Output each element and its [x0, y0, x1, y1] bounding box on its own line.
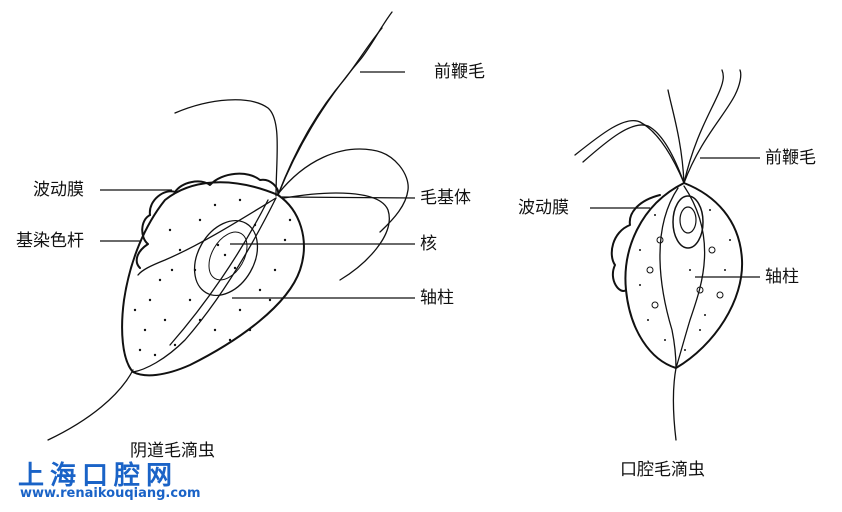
right-posterior-tail — [672, 367, 677, 441]
left-membrane-bump — [135, 214, 151, 269]
left-trailing-flagellum — [283, 192, 390, 281]
left-organism — [47, 11, 409, 441]
left-stipple — [133, 198, 292, 357]
left-label-undulating-membrane: 波动膜 — [33, 180, 84, 200]
left-flagellum-3 — [174, 99, 278, 197]
right-nucleus-inner — [679, 206, 697, 234]
left-flagellum-1 — [277, 11, 393, 196]
right-axostyle-2 — [659, 187, 679, 369]
right-flagellum-1 — [683, 69, 742, 184]
left-axostyle-line-2 — [169, 199, 269, 346]
left-label-costa: 基染色杆 — [16, 231, 84, 251]
watermark-title: 上海口腔网 — [18, 461, 179, 491]
left-nucleus — [193, 219, 259, 297]
right-label-undulating-membrane: 波动膜 — [518, 198, 569, 218]
left-flagellum-4 — [277, 148, 409, 233]
left-label-basal-body: 毛基体 — [420, 188, 471, 208]
left-nucleus-inner — [208, 231, 248, 281]
right-vacuoles — [646, 236, 724, 309]
right-organism — [574, 69, 744, 441]
left-undulating-membrane — [148, 172, 280, 216]
right-label-axostyle: 轴柱 — [765, 267, 799, 287]
left-flagellum-2 — [277, 27, 383, 196]
left-posterior-tail — [47, 369, 134, 441]
left-label-axostyle: 轴柱 — [420, 288, 454, 308]
right-caption: 口腔毛滴虫 — [620, 460, 705, 480]
left-label-nucleus: 核 — [420, 234, 437, 254]
right-flagellum-3 — [574, 119, 685, 184]
right-nucleus — [672, 195, 704, 249]
left-caption: 阴道毛滴虫 — [130, 441, 215, 461]
right-label-anterior-flagella: 前鞭毛 — [765, 148, 816, 168]
right-undulating-membrane — [610, 194, 661, 292]
right-flagellum-2 — [683, 69, 724, 184]
left-costa — [137, 197, 277, 276]
left-label-anterior-flagella: 前鞭毛 — [434, 62, 485, 82]
watermark-url: www.renaikouqiang.com — [20, 486, 201, 501]
left-leader-lines — [100, 71, 416, 299]
right-axostyle-1 — [675, 185, 706, 369]
left-axostyle-line-1 — [132, 197, 277, 373]
right-leader-lines — [590, 157, 760, 278]
right-stipple — [639, 209, 731, 351]
right-flagellum-4 — [582, 124, 685, 184]
right-flagellum-5 — [667, 89, 685, 184]
